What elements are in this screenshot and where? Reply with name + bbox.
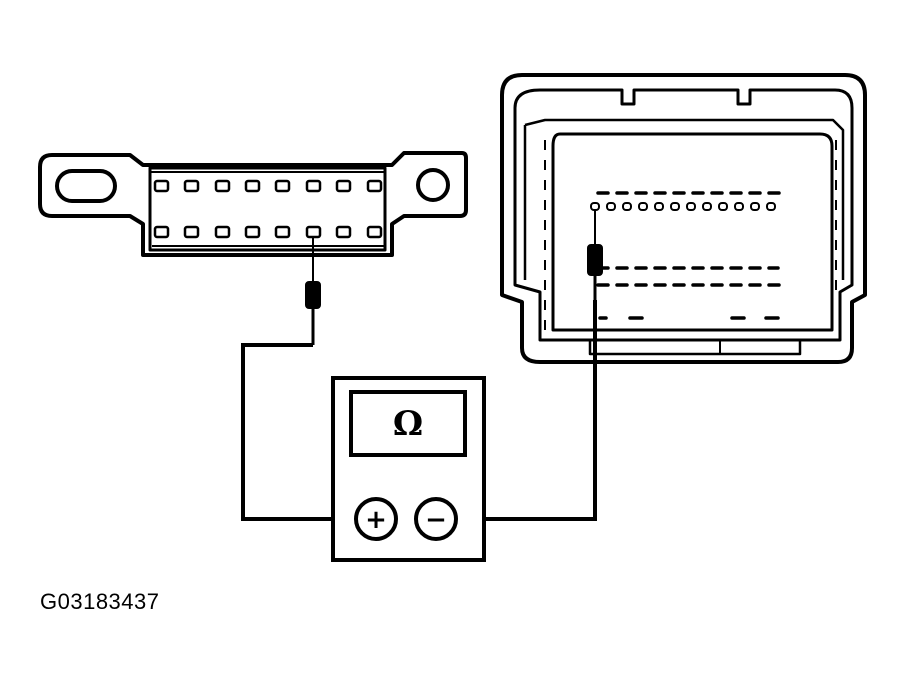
ecu-pin-row-2 xyxy=(590,202,776,211)
positive-terminal-label: + xyxy=(365,505,387,535)
dlc-body xyxy=(148,166,387,252)
ecu-test-probe xyxy=(587,210,603,300)
ohmmeter: Ω + − xyxy=(331,376,486,562)
dlc-mount-hole-left xyxy=(55,169,117,203)
positive-test-lead xyxy=(241,343,356,521)
dlc-pin-row-top xyxy=(153,179,383,193)
dlc-test-probe xyxy=(305,238,321,345)
dlc-flange xyxy=(38,151,468,257)
ecu-outer-shell xyxy=(500,73,867,364)
ohm-symbol: Ω xyxy=(393,404,423,444)
ecu-pin-field xyxy=(551,132,834,332)
positive-terminal xyxy=(354,497,398,541)
ecu-connector xyxy=(500,73,867,364)
dlc-connector xyxy=(38,151,468,257)
dlc-mount-hole-right xyxy=(416,168,450,202)
figure-id: G03183437 xyxy=(40,589,160,614)
ecu-inner-shell xyxy=(513,88,854,342)
ohmmeter-display xyxy=(349,390,467,457)
negative-terminal xyxy=(414,497,458,541)
dlc-pin-row-bottom xyxy=(153,225,383,239)
negative-terminal-label: − xyxy=(425,505,447,535)
negative-test-lead xyxy=(456,300,597,521)
